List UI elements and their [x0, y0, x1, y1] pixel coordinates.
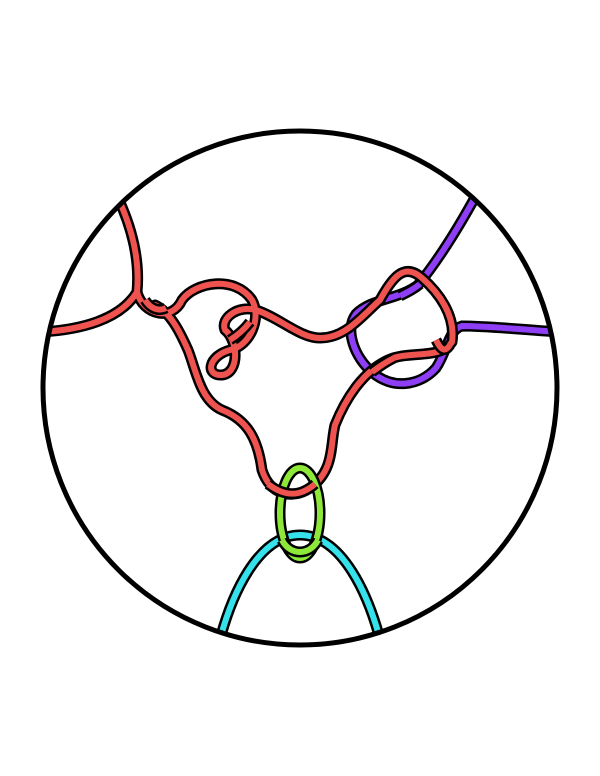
strands-group [44, 186, 556, 644]
boundary-circle [40, 128, 560, 648]
over-crossings [140, 279, 455, 558]
cyan-strand [209, 529, 391, 644]
green-loop [274, 462, 326, 564]
red-strand [44, 192, 459, 500]
